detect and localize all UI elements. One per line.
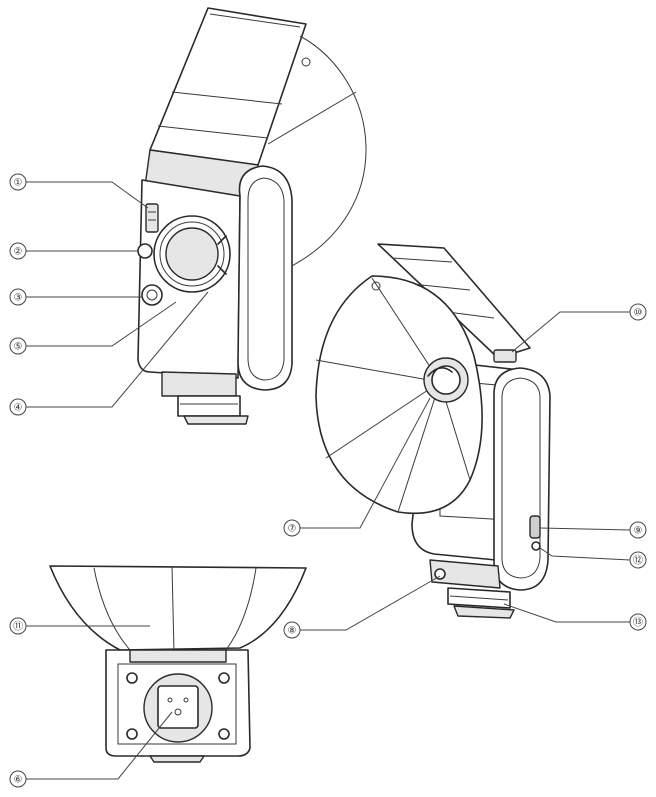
svg-text:⑨: ⑨ xyxy=(634,526,643,537)
mode-switch xyxy=(145,203,159,233)
leader-lines xyxy=(26,181,631,780)
callout-6: ⑥ xyxy=(9,770,27,788)
svg-text:③: ③ xyxy=(14,293,23,304)
callout-9: ⑨ xyxy=(629,521,647,539)
svg-text:②: ② xyxy=(14,247,23,258)
svg-text:⑥: ⑥ xyxy=(14,775,23,786)
callout-7: ⑦ xyxy=(283,519,301,537)
dome-diffuser xyxy=(315,275,483,515)
sync-port xyxy=(531,541,541,551)
callout-5: ⑤ xyxy=(9,337,27,355)
usb-port xyxy=(529,515,541,539)
svg-text:④: ④ xyxy=(14,403,23,414)
svg-text:⑪: ⑪ xyxy=(13,621,23,633)
bowl-diffuser xyxy=(49,565,307,651)
callout-3: ③ xyxy=(9,288,27,306)
lock-switch xyxy=(493,349,517,363)
bottom-view-flash xyxy=(49,565,307,763)
svg-text:⑬: ⑬ xyxy=(633,617,643,629)
callout-1: ① xyxy=(9,173,27,191)
front-view-flash xyxy=(137,7,367,425)
svg-text:⑤: ⑤ xyxy=(14,342,23,353)
callout-11: ⑪ xyxy=(9,617,27,635)
callout-12: ⑫ xyxy=(629,551,647,569)
power-knob xyxy=(141,284,163,306)
callout-13: ⑬ xyxy=(629,613,647,631)
svg-text:⑫: ⑫ xyxy=(633,555,643,567)
callout-2: ② xyxy=(9,242,27,260)
svg-text:①: ① xyxy=(14,178,23,189)
callout-10: ⑩ xyxy=(629,303,647,321)
callout-4: ④ xyxy=(9,398,27,416)
test-button xyxy=(137,243,153,259)
svg-text:⑩: ⑩ xyxy=(634,308,643,319)
svg-text:⑦: ⑦ xyxy=(288,524,297,535)
callout-8: ⑧ xyxy=(283,621,301,639)
svg-text:⑧: ⑧ xyxy=(288,626,297,637)
rear-view-flash xyxy=(315,243,551,619)
